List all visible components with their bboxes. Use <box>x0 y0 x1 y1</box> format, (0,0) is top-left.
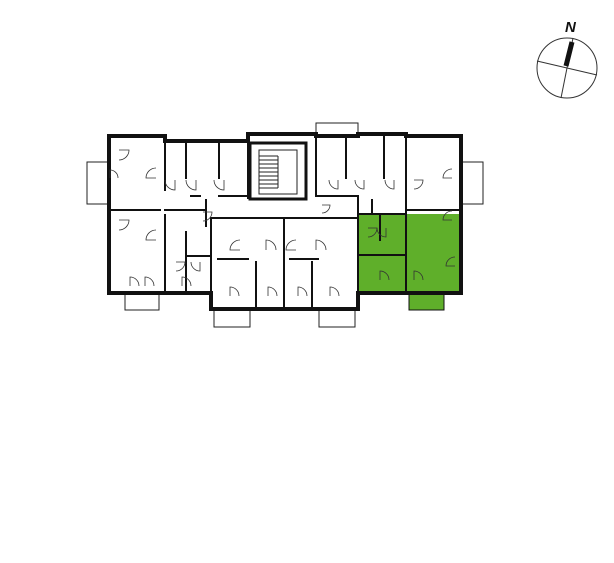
balcony-south-1 <box>124 292 160 311</box>
door-swing <box>329 286 340 297</box>
door-swing <box>145 229 157 241</box>
compass: N <box>536 19 598 99</box>
door-swing <box>109 169 119 179</box>
door-swing <box>129 276 140 287</box>
door-swing <box>376 227 387 238</box>
highlighted-apartment[interactable] <box>358 214 461 311</box>
door-swing <box>118 219 130 231</box>
door-swing <box>354 179 365 190</box>
door-swing <box>384 179 395 190</box>
door-swing <box>413 179 424 190</box>
balcony-south-3 <box>318 308 356 328</box>
door-swing <box>442 210 453 221</box>
door-swing <box>185 179 197 191</box>
door-swing <box>145 167 157 179</box>
door-swing <box>229 239 241 251</box>
door-swing <box>118 149 130 161</box>
door-swing <box>328 179 339 190</box>
door-swing <box>164 179 176 191</box>
door-swing <box>190 261 201 272</box>
door-swing <box>379 270 390 281</box>
balconies <box>86 122 484 328</box>
door-swing <box>175 261 186 272</box>
interior-walls <box>108 135 462 310</box>
door-swing <box>144 276 155 287</box>
balcony-south-2 <box>213 308 251 328</box>
door-swing <box>445 256 456 267</box>
door-swing <box>265 239 277 251</box>
door-swing <box>267 286 278 297</box>
door-swing <box>315 239 327 251</box>
door-swing <box>213 179 225 191</box>
door-swing <box>229 286 240 297</box>
door-swing <box>297 286 308 297</box>
north-arrow-icon <box>536 37 598 99</box>
door-swing <box>181 276 192 287</box>
door-swing <box>413 270 424 281</box>
balcony-west <box>86 161 110 205</box>
balcony-east <box>460 161 484 205</box>
stair-core <box>248 141 308 201</box>
door-swing <box>285 239 297 251</box>
door-swings <box>109 149 456 297</box>
door-swing <box>202 211 213 222</box>
door-swing <box>321 204 331 214</box>
compass-north-label: N <box>565 19 577 36</box>
door-swing <box>442 168 453 179</box>
